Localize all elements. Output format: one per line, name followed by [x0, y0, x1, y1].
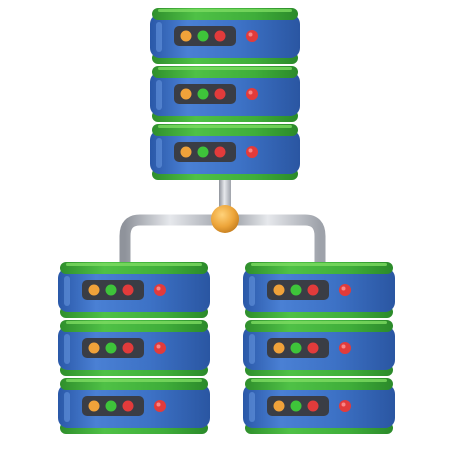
green-led-icon [105, 284, 117, 296]
led-glint [341, 344, 346, 349]
green-led-icon [197, 146, 209, 158]
led-glint [248, 90, 253, 95]
body-highlight [64, 276, 70, 306]
server-unit [243, 378, 395, 434]
server-unit [150, 66, 300, 122]
orange-led-icon [88, 342, 100, 354]
orange-led-icon [273, 400, 285, 412]
red-led-icon [122, 400, 134, 412]
orange-led-icon [180, 88, 192, 100]
led-glint [341, 286, 346, 291]
power-led-icon [154, 284, 166, 296]
led-glint [156, 402, 161, 407]
left-branch-pipe [119, 214, 231, 272]
rim-highlight [66, 321, 202, 324]
power-led-icon [154, 342, 166, 354]
rim-highlight [158, 9, 292, 12]
body-highlight [156, 138, 162, 168]
right-branch-pipe [219, 214, 326, 272]
rim-highlight [158, 67, 292, 70]
green-led-icon [290, 342, 302, 354]
power-led-icon [339, 284, 351, 296]
red-led-icon [214, 146, 226, 158]
body-highlight [64, 392, 70, 422]
power-led-icon [339, 400, 351, 412]
orange-led-icon [88, 400, 100, 412]
orange-led-icon [88, 284, 100, 296]
rim-highlight [251, 379, 387, 382]
led-glint [248, 148, 253, 153]
red-led-icon [307, 284, 319, 296]
power-led-icon [246, 30, 258, 42]
junction-node [211, 205, 239, 233]
led-glint [156, 344, 161, 349]
server-unit [243, 320, 395, 376]
green-led-icon [197, 88, 209, 100]
left-server-stack [58, 262, 210, 434]
rim-highlight [66, 263, 202, 266]
server-unit [58, 378, 210, 434]
power-led-icon [246, 146, 258, 158]
red-led-icon [122, 342, 134, 354]
right-server-stack [243, 262, 395, 434]
body-highlight [249, 334, 255, 364]
rim-highlight [251, 263, 387, 266]
body-highlight [64, 334, 70, 364]
rim-highlight [158, 125, 292, 128]
red-led-icon [307, 342, 319, 354]
server-unit [150, 124, 300, 180]
body-highlight [249, 276, 255, 306]
green-led-icon [290, 284, 302, 296]
body-highlight [156, 22, 162, 52]
led-glint [156, 286, 161, 291]
server-unit [58, 320, 210, 376]
server-unit [150, 8, 300, 64]
rim-highlight [251, 321, 387, 324]
network-connector [119, 178, 326, 272]
orange-led-icon [273, 342, 285, 354]
power-led-icon [154, 400, 166, 412]
body-highlight [249, 392, 255, 422]
led-glint [248, 32, 253, 37]
green-led-icon [197, 30, 209, 42]
power-led-icon [339, 342, 351, 354]
power-led-icon [246, 88, 258, 100]
orange-led-icon [180, 30, 192, 42]
led-glint [341, 402, 346, 407]
server-unit [243, 262, 395, 318]
red-led-icon [214, 88, 226, 100]
red-led-icon [307, 400, 319, 412]
red-led-icon [214, 30, 226, 42]
green-led-icon [290, 400, 302, 412]
rim-highlight [66, 379, 202, 382]
green-led-icon [105, 342, 117, 354]
server-unit [58, 262, 210, 318]
red-led-icon [122, 284, 134, 296]
orange-led-icon [180, 146, 192, 158]
top-server-stack [150, 8, 300, 180]
green-led-icon [105, 400, 117, 412]
orange-led-icon [273, 284, 285, 296]
body-highlight [156, 80, 162, 110]
